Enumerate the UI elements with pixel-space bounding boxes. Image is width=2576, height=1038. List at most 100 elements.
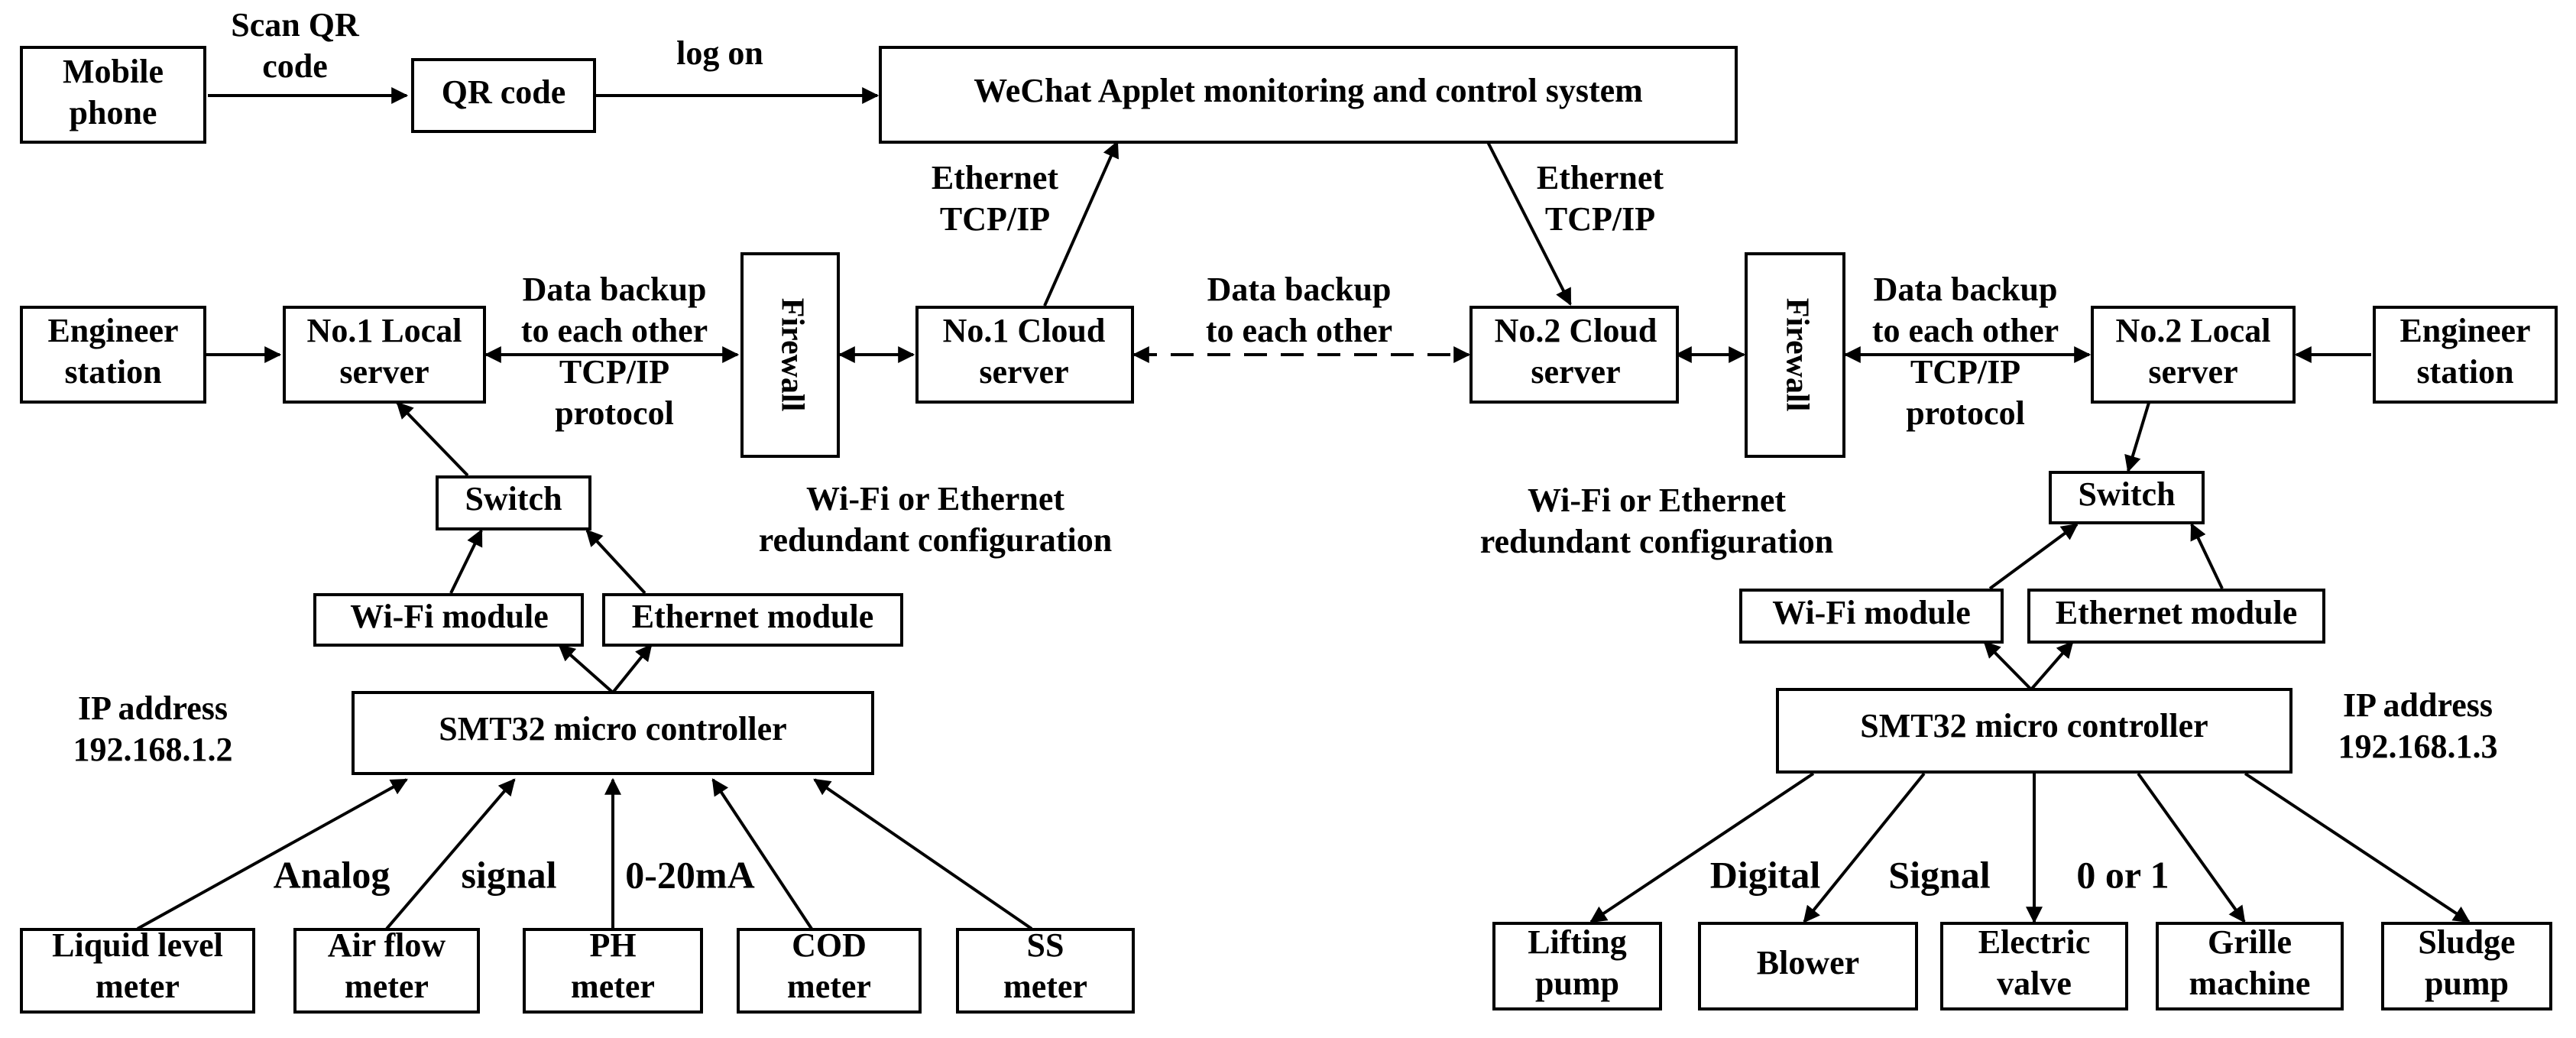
- controller2-to-blower-arrow: [1803, 772, 1926, 923]
- signal-right-label: Signal: [1888, 853, 1991, 896]
- mobile-phone-box: Mobile phone: [20, 46, 206, 144]
- ethernet-module-1-box-line: Ethernet module: [632, 598, 874, 635]
- ph-meter-box-line: meter: [571, 968, 655, 1005]
- binary-value-label: 0 or 1: [2076, 853, 2169, 896]
- data-backup-middle-label-line: Data backup: [1207, 271, 1392, 308]
- data-backup-right-label-line: protocol: [1906, 394, 2025, 432]
- air-flow-meter-box-line: Air flow: [328, 926, 446, 964]
- local-server-2-box-line: No.2 Local: [2116, 312, 2271, 349]
- grille-machine-box-line: machine: [2189, 965, 2311, 1002]
- switch-2-box: Switch: [2049, 471, 2205, 524]
- controller2-to-wifi2-arrow: [1983, 641, 2033, 691]
- redundant-config-right-label-line: Wi-Fi or Ethernet: [1528, 482, 1786, 519]
- controller2-to-sludge-arrow: [2244, 772, 2471, 923]
- ip-address-left-label: IP address 192.168.1.2: [73, 689, 233, 768]
- log-on-label-line: log on: [676, 34, 763, 72]
- controller-2-box: SMT32 micro controller: [1776, 688, 2292, 774]
- electric-valve-box-line: Electric: [1978, 923, 2091, 961]
- local-server-1-box: No.1 Local server: [283, 306, 486, 404]
- data-backup-right-label-line: TCP/IP: [1910, 353, 2020, 391]
- redundant-config-left-label: Wi-Fi or Ethernet redundant configuration: [759, 480, 1113, 559]
- qr-code-box: QR code: [411, 58, 596, 133]
- local-server-1-box-line: No.1 Local: [307, 312, 462, 349]
- scan-qr-label-line: code: [262, 47, 328, 85]
- controller2-to-lifting-pump-arrow: [1589, 772, 1815, 923]
- mobile-phone-box-line: phone: [70, 94, 157, 131]
- cod-meter-box-line: meter: [787, 968, 871, 1005]
- current-range-label: 0-20mA: [625, 853, 754, 896]
- firewall-2-label: Firewall: [1779, 298, 1814, 412]
- qr-code-box-line: QR code: [442, 73, 566, 111]
- wifi-module-1-box: Wi-Fi module: [313, 593, 584, 647]
- local-server-1-box-line: server: [339, 353, 429, 391]
- wifi1-to-switch1-arrow: [449, 529, 483, 594]
- controller1-to-wifi1-arrow: [558, 644, 614, 694]
- sludge-pump-box-line: Sludge: [2418, 923, 2515, 961]
- liquid-meter-to-controller1-arrow: [137, 778, 408, 930]
- cloud-server-1-box-line: server: [979, 353, 1068, 391]
- wifi-module-1-box-line: Wi-Fi module: [350, 598, 549, 635]
- ip-address-left-label-line: 192.168.1.2: [73, 731, 233, 768]
- cod-meter-to-controller1-arrow: [711, 778, 813, 930]
- controller2-to-ethernet2-arrow: [2030, 641, 2074, 691]
- ip-address-left-label-line: IP address: [78, 689, 228, 727]
- liquid-level-meter-box-line: meter: [96, 968, 180, 1005]
- data-backup-left-label-line: Data backup: [523, 271, 707, 308]
- data-backup-right-label-line: Data backup: [1874, 271, 2058, 308]
- ss-meter-box-line: SS: [1027, 926, 1064, 964]
- firewall-1-box: Firewall: [740, 252, 840, 458]
- switch-1-box-line: Switch: [465, 480, 562, 517]
- grille-machine-box-line: Grille: [2208, 923, 2292, 961]
- wifi2-to-switch2-arrow: [1988, 523, 2079, 590]
- ss-meter-box: SS meter: [956, 926, 1135, 1014]
- local-server-2-box-line: server: [2148, 353, 2237, 391]
- analog-label: Analog: [274, 853, 390, 896]
- controller1-to-ethernet1-arrow: [611, 644, 653, 694]
- wechat-system-box-line: WeChat Applet monitoring and control sys…: [974, 72, 1643, 109]
- mobile-phone-box-line: Mobile: [63, 53, 164, 90]
- signal-left-label: signal: [461, 853, 556, 896]
- ethernet-tcpip-up-label-line: Ethernet: [932, 159, 1059, 196]
- switch-2-box-line: Switch: [2078, 475, 2175, 513]
- wechat-to-cloud2-arrow: [1486, 141, 1572, 306]
- scan-qr-label-line: Scan QR: [231, 6, 360, 44]
- liquid-level-meter-box-line: Liquid level: [52, 926, 223, 964]
- controller-1-box-line: SMT32 micro controller: [439, 710, 786, 748]
- switch1-to-local1-arrow: [396, 401, 469, 477]
- local-server-2-box: No.2 Local server: [2091, 306, 2296, 404]
- wechat-system-box: WeChat Applet monitoring and control sys…: [879, 46, 1738, 144]
- ethernet2-to-switch2-arrow: [2190, 523, 2224, 589]
- ethernet-module-1-box: Ethernet module: [602, 593, 903, 647]
- redundant-config-left-label-line: Wi-Fi or Ethernet: [806, 480, 1064, 517]
- engineer-station-2-box-line: station: [2416, 353, 2513, 391]
- lifting-pump-box-line: pump: [1535, 965, 1619, 1002]
- liquid-level-meter-box: Liquid level meter: [20, 926, 255, 1014]
- redundant-config-left-label-line: redundant configuration: [759, 521, 1113, 559]
- ethernet1-to-switch1-arrow: [585, 529, 646, 595]
- data-backup-right-label-line: to each other: [1872, 312, 2059, 349]
- cloud-server-2-box-line: No.2 Cloud: [1495, 312, 1657, 349]
- ss-meter-to-controller1-arrow: [813, 778, 1033, 930]
- blower-box: Blower: [1698, 922, 1918, 1010]
- cloud-server-2-box-line: server: [1531, 353, 1620, 391]
- ethernet-tcpip-up-label-line: TCP/IP: [940, 200, 1050, 238]
- cloud-server-2-box: No.2 Cloud server: [1469, 306, 1679, 404]
- ss-meter-box-line: meter: [1003, 968, 1087, 1005]
- electric-valve-box-line: valve: [1997, 965, 2072, 1002]
- ethernet-module-2-box: Ethernet module: [2027, 589, 2325, 644]
